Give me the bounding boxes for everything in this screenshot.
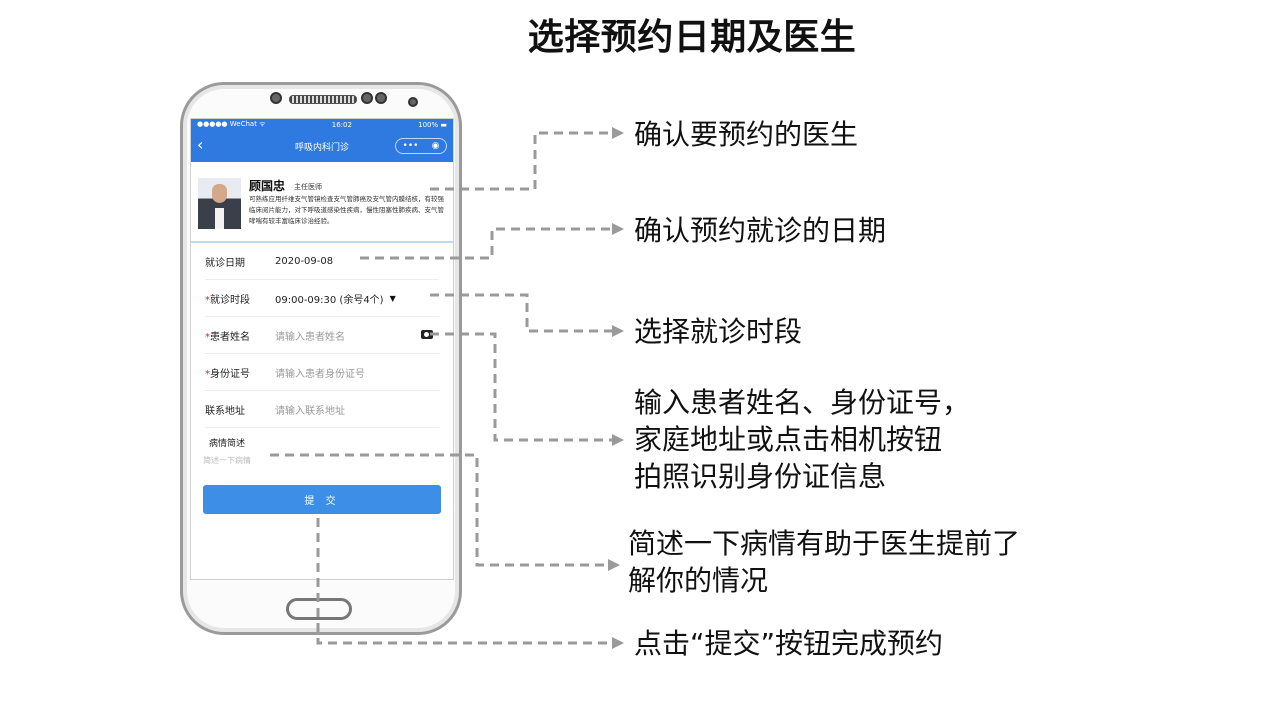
annotation-submit-hint: 点击“提交”按钮完成预约: [634, 627, 944, 660]
arrow-head: [612, 127, 624, 139]
proximity-sensor-icon: [408, 97, 418, 107]
address-label: 联系地址: [205, 405, 245, 417]
arrow-head: [612, 223, 624, 235]
nav-bar: ‹ 呼吸内科门诊 ••• ◉: [191, 130, 453, 162]
sensor-icon: [375, 92, 387, 104]
required-mark: *: [205, 368, 210, 380]
status-time: 16:02: [331, 120, 352, 129]
time-select[interactable]: 09:00-09:30 (余号4个): [275, 294, 384, 306]
required-mark: *: [205, 331, 210, 343]
connector-time: [430, 293, 612, 333]
id-number-row: *身份证号 请输入患者身份证号: [205, 354, 439, 391]
connector-desc: [270, 453, 608, 567]
camera-icon[interactable]: [421, 330, 433, 339]
annotation-describe-line2: 解你的情况: [628, 564, 769, 597]
connector-submit: [316, 518, 612, 645]
annotation-input-info-line1: 输入患者姓名、身份证号，: [634, 386, 971, 419]
speaker-grille: [289, 95, 357, 104]
submit-button[interactable]: 提 交: [203, 485, 441, 514]
connector-doctor: [430, 131, 612, 191]
patient-name-row: *患者姓名 请输入患者姓名: [205, 317, 439, 354]
condition-textarea[interactable]: 简述一下病情: [203, 456, 251, 465]
time-label: 就诊时段: [210, 294, 250, 306]
doctor-description: 可熟练应用纤维支气管镜检查支气管肺癌及支气管内膜结核，有较强临床阅片能力，对下呼…: [249, 195, 444, 225]
appointment-form: 就诊日期 2020-09-08 *就诊时段 09:00-09:30 (余号4个)…: [191, 243, 453, 466]
date-value: 2020-09-08: [275, 255, 334, 267]
arrow-head: [612, 434, 624, 446]
doctor-name: 顾国忠: [249, 179, 286, 193]
connector-date: [360, 227, 612, 260]
date-label: 就诊日期: [205, 257, 245, 269]
address-row: 联系地址 请输入联系地址: [205, 391, 439, 428]
connector-name: [430, 332, 612, 442]
id-number-input[interactable]: 请输入患者身份证号: [275, 368, 365, 380]
doctor-photo: [198, 178, 241, 229]
mini-program-capsule: ••• ◉: [395, 138, 447, 154]
sensor-icon: [361, 92, 373, 104]
condition-label: 病情简述: [209, 439, 246, 449]
patient-name-input[interactable]: 请输入患者姓名: [275, 331, 345, 343]
id-number-label: 身份证号: [210, 368, 250, 380]
close-icon[interactable]: ◉: [431, 141, 440, 151]
required-mark: *: [205, 294, 210, 306]
page-title: 选择预约日期及医生: [527, 17, 857, 58]
patient-name-label: 患者姓名: [210, 331, 250, 343]
annotation-describe-line1: 简述一下病情有助于医生提前了: [628, 527, 1021, 560]
chevron-down-icon[interactable]: ▼: [389, 293, 396, 303]
back-icon[interactable]: ‹: [197, 135, 204, 154]
annotation-input-info-line2: 家庭地址或点击相机按钮: [634, 423, 943, 456]
nav-title: 呼吸内科门诊: [294, 142, 349, 153]
arrow-head: [612, 325, 624, 337]
date-row: 就诊日期 2020-09-08: [205, 243, 439, 280]
annotation-confirm-date: 确认预约就诊的日期: [634, 214, 887, 247]
time-row[interactable]: *就诊时段 09:00-09:30 (余号4个) ▼: [205, 280, 439, 317]
phone-screen: ●●●●● WeChat ᯤ 16:02 100% ▬ ‹ 呼吸内科门诊 •••…: [190, 118, 454, 580]
arrow-head: [612, 637, 624, 649]
carrier-signal: ●●●●● WeChat ᯤ: [197, 120, 266, 128]
status-bar: ●●●●● WeChat ᯤ 16:02 100% ▬: [191, 119, 453, 130]
front-camera-icon: [270, 92, 282, 104]
phone-mockup: ●●●●● WeChat ᯤ 16:02 100% ▬ ‹ 呼吸内科门诊 •••…: [180, 82, 462, 635]
more-icon[interactable]: •••: [402, 141, 419, 151]
address-input[interactable]: 请输入联系地址: [275, 405, 345, 417]
arrow-head: [608, 559, 620, 571]
annotation-select-time: 选择就诊时段: [634, 315, 803, 348]
doctor-card: 顾国忠 主任医师 可熟练应用纤维支气管镜检查支气管肺癌及支气管内膜结核，有较强临…: [191, 162, 453, 243]
doctor-title: 主任医师: [294, 183, 322, 191]
annotation-input-info-line3: 拍照识别身份证信息: [634, 460, 887, 493]
annotation-confirm-doctor: 确认要预约的医生: [634, 118, 859, 151]
battery-indicator: 100% ▬: [418, 120, 447, 129]
